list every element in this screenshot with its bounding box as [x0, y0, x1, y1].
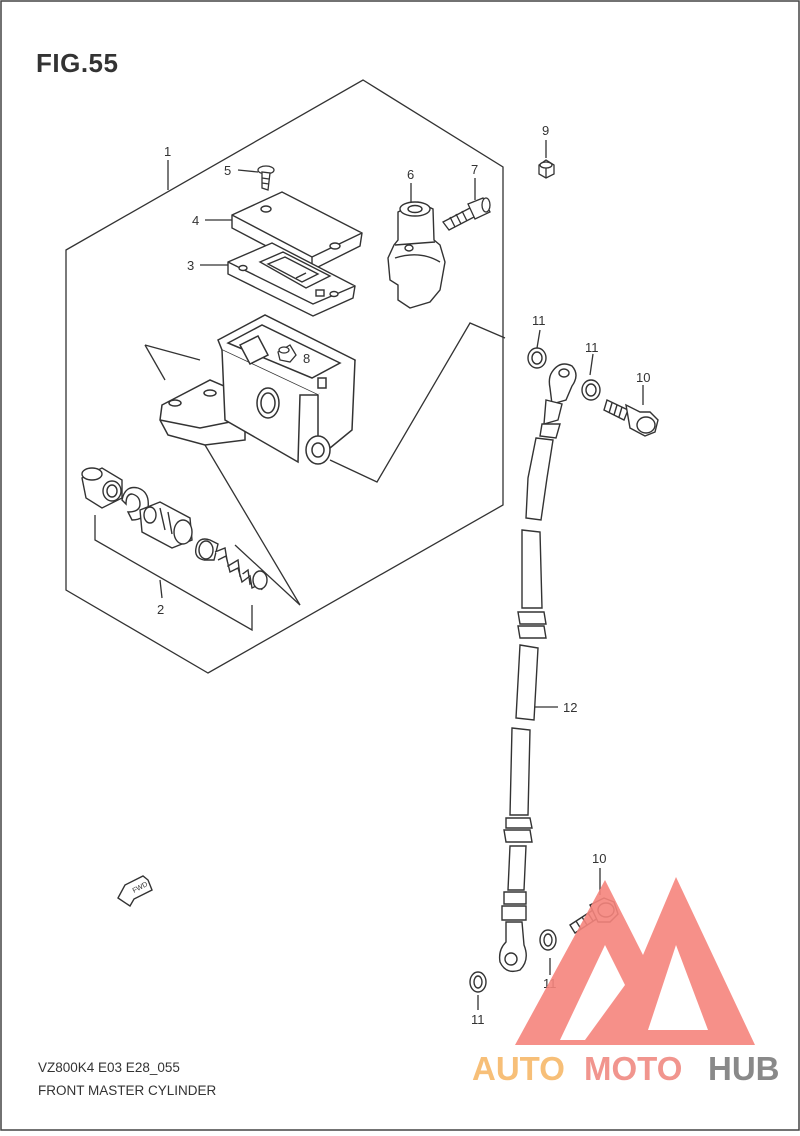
clamp-6: [387, 201, 446, 309]
callout-8: 8: [303, 351, 310, 366]
callout-5: 5: [224, 163, 231, 178]
piston-kit-2: [81, 467, 268, 591]
assembly-outline: [65, 79, 504, 674]
leader-5: [237, 169, 259, 173]
assembly-inner-line: [329, 322, 506, 483]
bracket-2: [94, 515, 253, 632]
callout-12: 12: [563, 700, 577, 715]
leader-11a: [536, 329, 541, 349]
callout-1: 1: [164, 144, 171, 159]
assembly-inner-line: [204, 444, 301, 606]
callout-9: 9: [542, 123, 549, 138]
watermark-hub: HUB: [708, 1050, 780, 1087]
assembly-inner-line: [144, 344, 201, 361]
watermark-triangle-icon: [515, 877, 755, 1045]
bolt-7: [442, 197, 491, 231]
callout-7: 7: [471, 162, 478, 177]
callout-11d: 11: [471, 1012, 485, 1027]
watermark-moto: MOTO: [584, 1050, 682, 1087]
leader-11b: [589, 353, 594, 376]
union-bolt-10a: [603, 399, 659, 437]
callout-11b: 11: [585, 340, 599, 355]
washers-11: [469, 347, 601, 993]
brake-hose-12: [498, 363, 577, 973]
watermark-logo: AUTO MOTO HUB: [472, 877, 780, 1087]
diaphragm-plate-3: [227, 242, 356, 317]
callout-2: 2: [157, 602, 164, 617]
callout-4: 4: [192, 213, 199, 228]
callout-6: 6: [407, 167, 414, 182]
master-cylinder-body: [159, 314, 356, 465]
assembly-inner-line: [144, 344, 166, 381]
figure-code: VZ800K4 E03 E28_055: [38, 1060, 180, 1075]
callout-3: 3: [187, 258, 194, 273]
screw-5: [257, 165, 275, 191]
figure-title: FIG.55: [36, 48, 119, 78]
assembly-inner-line: [234, 544, 301, 606]
leader-2: [159, 579, 163, 599]
cap-8: [277, 344, 297, 363]
watermark-auto: AUTO: [472, 1050, 565, 1087]
callout-11a: 11: [532, 313, 546, 328]
callout-10a: 10: [636, 370, 650, 385]
callout-10b: 10: [592, 851, 606, 866]
figure-name: FRONT MASTER CYLINDER: [38, 1083, 217, 1098]
fwd-arrow-icon: FWD: [117, 875, 153, 907]
nut-9: [538, 159, 555, 179]
reservoir-cap-4: [231, 191, 363, 271]
